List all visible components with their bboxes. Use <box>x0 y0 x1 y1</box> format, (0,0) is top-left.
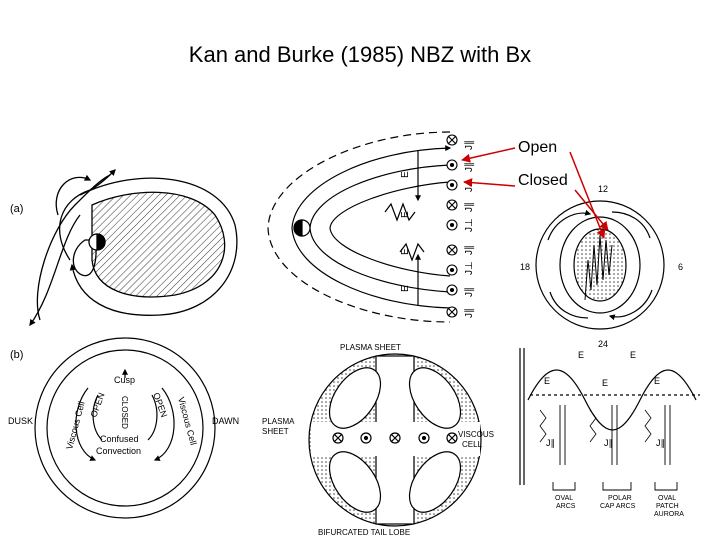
polar-clock-dial <box>535 200 665 330</box>
clock-label-12: 12 <box>598 184 608 194</box>
panel-a-tail-field-lines <box>267 131 452 323</box>
e-top-label: E <box>578 350 584 360</box>
viscous-cell-right: Viscous Cell <box>176 396 198 446</box>
j-label: J∥ <box>464 308 475 318</box>
closed-dial-arrow <box>574 189 609 231</box>
closed-arrow <box>463 178 516 188</box>
e-label: E <box>400 285 411 292</box>
viscous-cell-left: Viscous Cell <box>64 400 86 450</box>
j-label: J∥ <box>464 162 475 172</box>
clock-label-18: 18 <box>520 262 530 272</box>
oval-patch-label-2: PATCH <box>656 503 679 510</box>
e-top-label: E <box>630 350 636 360</box>
clock-label-24: 24 <box>598 339 608 349</box>
slide-title: Kan and Burke (1985) NBZ with Bx <box>188 42 532 67</box>
clock-label-6: 6 <box>678 262 683 272</box>
polar-cap-label: POLAR <box>608 495 632 502</box>
panel-a-magnetosphere-sketch <box>29 169 238 327</box>
current-symbols-column <box>446 134 458 318</box>
panel-b-polar-diagram <box>34 337 216 519</box>
j-label: J⊥ <box>464 218 475 232</box>
cusp-label: Cusp <box>114 375 135 385</box>
closed-callout: Closed <box>518 172 568 189</box>
e-mid-label: E <box>654 376 660 386</box>
j-label: J∥ <box>464 287 475 297</box>
e-label: E <box>400 248 411 255</box>
plasma-sheet-top-label: PLASMA SHEET <box>340 343 401 352</box>
open-left-label: OPEN <box>88 391 106 418</box>
j-label: J∥ <box>464 202 475 212</box>
j-label: J∥ <box>464 140 475 150</box>
oval-arcs-label-2: ARCS <box>556 503 576 510</box>
viscous-label-2: CELL <box>462 440 483 449</box>
viscous-label: VISCOUS <box>458 430 494 439</box>
panel-a-tag: (a) <box>10 203 23 215</box>
closed-label: CLOSED <box>120 396 129 429</box>
j-bottom-label: J∥ <box>546 438 555 448</box>
dusk-label: DUSK <box>8 416 33 426</box>
e-label: E <box>400 211 411 218</box>
electric-field-waveform <box>519 348 700 491</box>
e-label: E <box>400 171 411 178</box>
confused-label: Confused <box>100 434 139 444</box>
aurora-label: AURORA <box>654 511 684 518</box>
open-callout: Open <box>518 139 558 156</box>
oval-arcs-label: OVAL <box>555 495 573 502</box>
open-dial-arrow <box>569 151 606 239</box>
panel-b-tag: (b) <box>10 349 23 361</box>
plasma-sheet-left-label: PLASMA <box>262 417 295 426</box>
bifurcated-tail-lobe-label: BIFURCATED TAIL LOBE <box>318 528 410 537</box>
j-label: J∥ <box>464 245 475 255</box>
plasma-sheet-left-label-2: SHEET <box>262 427 289 436</box>
e-mid-label: E <box>602 378 608 388</box>
open-arrow <box>461 147 516 163</box>
j-label: J⊥ <box>464 178 475 192</box>
dawn-label: DAWN <box>212 416 239 426</box>
j-bottom-label: J∥ <box>656 438 665 448</box>
j-bottom-label: J∥ <box>604 438 613 448</box>
e-mid-label: E <box>544 376 550 386</box>
oval-patch-label: OVAL <box>658 495 676 502</box>
tail-cross-section <box>308 353 482 527</box>
j-label: J⊥ <box>464 261 475 275</box>
convection-label: Convection <box>96 446 141 456</box>
polar-cap-label-2: CAP ARCS <box>600 503 636 510</box>
